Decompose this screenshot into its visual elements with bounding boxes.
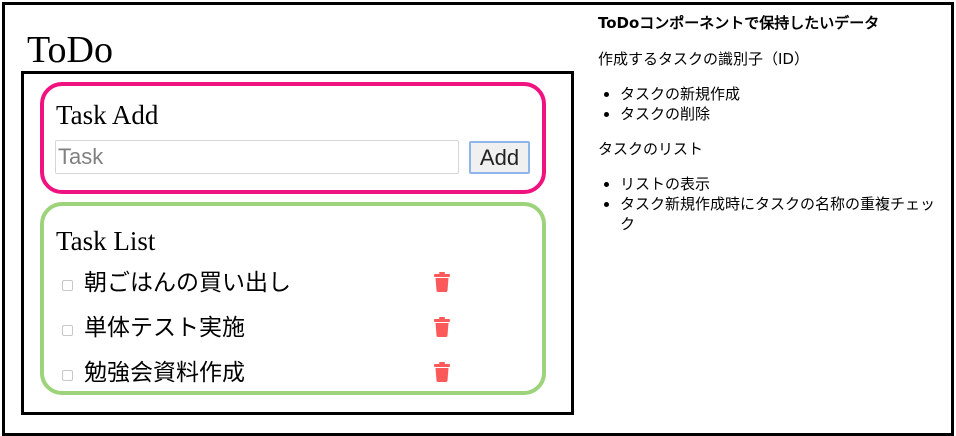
add-button[interactable]: Add <box>469 141 530 174</box>
notes-bullet: タスク新規作成時にタスクの名称の重複チェック <box>620 194 938 234</box>
task-item: 朝ごはんの買い出し <box>44 264 542 309</box>
notes-bullet: リストの表示 <box>620 174 938 194</box>
task-list: 朝ごはんの買い出し 単体テスト実施 勉強会資料作成 <box>44 264 542 399</box>
trash-icon[interactable] <box>434 272 450 292</box>
notes-bullet: タスクの新規作成 <box>620 84 938 104</box>
task-checkbox[interactable] <box>62 280 73 291</box>
task-add-title: Task Add <box>56 100 159 130</box>
task-label: 朝ごはんの買い出し <box>84 270 291 296</box>
task-checkbox[interactable] <box>62 370 73 381</box>
task-label: 単体テスト実施 <box>84 315 245 341</box>
trash-icon[interactable] <box>434 362 450 382</box>
trash-icon[interactable] <box>434 317 450 337</box>
task-input[interactable] <box>55 140 459 174</box>
notes-heading: ToDoコンポーネントで保持したいデータ <box>598 14 880 32</box>
todo-component <box>21 71 574 415</box>
notes-bullet: タスクの削除 <box>620 104 938 124</box>
notes-section-title: タスクのリスト <box>598 140 704 158</box>
notes-bullet-list: リストの表示 タスク新規作成時にタスクの名称の重複チェック <box>598 174 938 234</box>
task-checkbox[interactable] <box>62 325 73 336</box>
task-label: 勉強会資料作成 <box>84 360 245 386</box>
task-item: 勉強会資料作成 <box>44 354 542 399</box>
notes-bullet-list: タスクの新規作成 タスクの削除 <box>598 84 938 124</box>
app-title: ToDo <box>27 29 114 71</box>
notes-section-title: 作成するタスクの識別子（ID） <box>598 50 809 68</box>
task-add-panel: Task Add Add <box>40 82 546 194</box>
notes-panel: ToDoコンポーネントで保持したいデータ 作成するタスクの識別子（ID） タスク… <box>598 12 938 248</box>
task-item: 単体テスト実施 <box>44 309 542 354</box>
task-list-panel: Task List 朝ごはんの買い出し 単体テスト実施 勉強会資料作成 <box>40 202 546 395</box>
task-list-title: Task List <box>56 226 156 256</box>
